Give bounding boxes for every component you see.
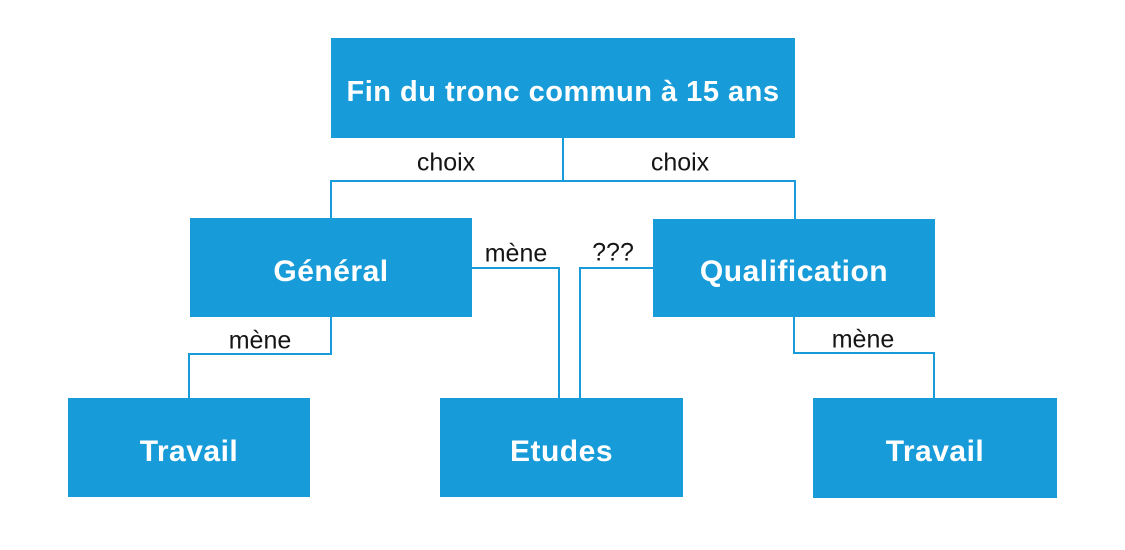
connector-general-etudes-v bbox=[558, 267, 560, 398]
connector-qualification-travail-drop bbox=[933, 352, 935, 398]
connector-qualification-travail-h bbox=[793, 352, 935, 354]
edge-label-mene-general-etudes: mène bbox=[484, 239, 548, 268]
connector-split-right-drop bbox=[794, 180, 796, 219]
connector-general-etudes-h bbox=[472, 267, 560, 269]
connector-qualification-etudes-h bbox=[579, 267, 653, 269]
connector-general-travail-stem bbox=[330, 317, 332, 355]
edge-label-choix-right: choix bbox=[650, 148, 710, 177]
connector-qualification-travail-stem bbox=[793, 317, 795, 354]
node-travail-right-label: Travail bbox=[885, 435, 985, 468]
edge-label-mene-qualification-travail: mène bbox=[831, 325, 895, 354]
connector-general-travail-drop bbox=[188, 353, 190, 398]
node-qualification: Qualification bbox=[653, 219, 935, 317]
node-travail-left-label: Travail bbox=[139, 434, 239, 468]
node-travail-left: Travail bbox=[68, 398, 310, 497]
edge-label-unknown-qualification-etudes: ??? bbox=[592, 238, 634, 267]
node-general: Général bbox=[190, 218, 472, 317]
node-travail-right: Travail bbox=[813, 398, 1057, 498]
node-etudes-label: Etudes bbox=[509, 434, 614, 468]
connector-general-travail-h bbox=[188, 353, 332, 355]
connector-split-left-drop bbox=[330, 180, 332, 218]
node-general-label: Général bbox=[273, 254, 389, 288]
connector-qualification-etudes-v bbox=[579, 267, 581, 398]
node-root-label: Fin du tronc commun à 15 ans bbox=[346, 75, 780, 108]
node-qualification-label: Qualification bbox=[699, 255, 889, 288]
edge-label-mene-general-travail: mène bbox=[228, 326, 292, 355]
connector-split-bar bbox=[330, 180, 796, 182]
node-root: Fin du tronc commun à 15 ans bbox=[331, 38, 795, 138]
node-etudes: Etudes bbox=[440, 398, 683, 497]
connector-root-stem bbox=[562, 138, 564, 182]
edge-label-choix-left: choix bbox=[416, 148, 476, 177]
